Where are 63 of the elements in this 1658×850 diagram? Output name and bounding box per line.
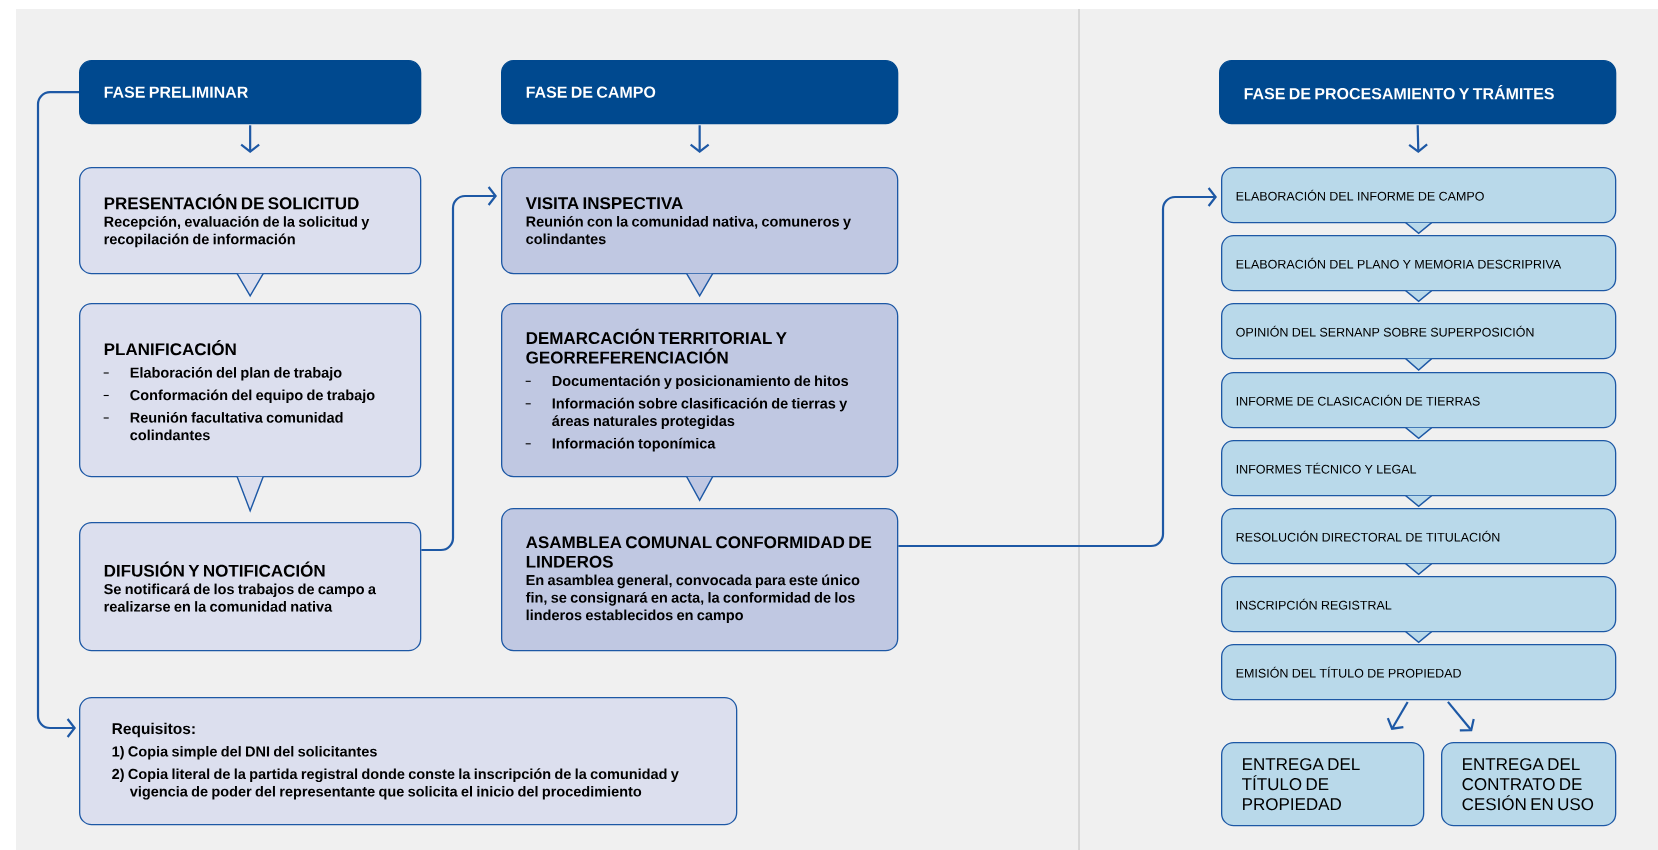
header-title: FASE DE PROCESAMIENTO Y TRÁMITES: [1244, 85, 1554, 100]
process-box: [1441, 742, 1617, 827]
pointer-notch: [1404, 426, 1433, 440]
body-text: En asamblea general, convocada para este único fin, se consignará en acta, la conformidad de los linderos establecidos en campo: [525, 574, 860, 624]
body-text: Recepción, evaluación de la solicitud y recopilación de información: [104, 216, 370, 248]
arrow: [1386, 701, 1409, 730]
pointer-notch: [1404, 562, 1433, 576]
phase-header: [501, 60, 899, 125]
header-title: FASE PRELIMINAR: [104, 86, 248, 98]
step-title: ELABORACIÓN DEL INFORME DE CAMPO: [1236, 189, 1484, 201]
arrow: [898, 187, 1217, 548]
process-box: [501, 303, 899, 478]
arrow: [690, 125, 710, 153]
phase-header: [79, 60, 422, 125]
pointer-notch: [685, 272, 714, 298]
step-title: RESOLUCIÓN DIRECTORAL DE TITULACIÓN: [1236, 530, 1500, 542]
box-title: DEMARCACIÓN TERRITORIAL Y GEORREFERENCIACIÓN: [526, 328, 787, 364]
arrow: [1447, 701, 1475, 732]
list-item: Elaboración del plan de trabajo: [130, 366, 342, 381]
arrow: [1408, 125, 1428, 153]
pointer-notch: [1404, 289, 1433, 303]
step-title: ELABORACIÓN DEL PLANO Y MEMORIA DESCRIPRIVA: [1236, 257, 1562, 269]
arrow: [421, 186, 497, 552]
process-box: [79, 522, 422, 652]
list-item: 2) Copia literal de la partida registral donde conste la inscripción de la comunidad y vigencia de poder del representante que solicita el inicio del procedimiento: [112, 768, 679, 800]
pointer-notch: [1404, 357, 1433, 372]
pointer-notch: [1404, 221, 1433, 235]
header-title: FASE DE CAMPO: [526, 86, 656, 98]
pointer-notch: [1404, 630, 1433, 644]
body-text: Reunión con la comunidad nativa, comuneros y colindantes: [526, 215, 851, 245]
step-title: INFORME DE CLASICACIÓN DE TIERRAS: [1236, 394, 1480, 406]
box-title: PLANIFICACIÓN: [104, 340, 236, 356]
pointer-notch: [236, 272, 264, 298]
process-box: [79, 167, 422, 275]
pointer-notch: [1404, 494, 1433, 508]
process-box: [1221, 742, 1425, 827]
arrow: [240, 125, 260, 153]
box-title: PRESENTACIÓN DE SOLICITUD: [104, 194, 359, 210]
box-title: VISITA INSPECTIVA: [525, 197, 683, 210]
requirements-box: [79, 697, 738, 826]
list-item: Documentación y posicionamiento de hitos: [552, 375, 849, 389]
arrow: [36, 91, 79, 738]
list-item: Información sobre clasificación de tierras y áreas naturales protegidas: [552, 397, 848, 429]
process-box: [79, 303, 422, 478]
step-title: EMISIÓN DEL TÍTULO DE PROPIEDAD: [1236, 666, 1461, 678]
body-text: Se notificará de los trabajos de campo a realizarse en la comunidad nativa: [104, 583, 377, 612]
step-title: OPINIÓN DEL SERNANP SOBRE SUPERPOSICIÓN: [1236, 325, 1534, 337]
pointer-notch: [685, 475, 714, 502]
phase-header: [1219, 60, 1617, 125]
box-title: Requisitos:: [112, 722, 195, 738]
box-title: ASAMBLEA COMUNAL CONFORMIDAD DE LINDEROS: [526, 536, 872, 568]
list-item: Reunión facultativa comunidad colindantes: [130, 411, 343, 441]
list-item: Información toponímica: [552, 437, 716, 452]
step-title: INSCRIPCIÓN REGISTRAL: [1236, 598, 1392, 610]
pointer-notch: [236, 475, 264, 513]
process-box: [501, 167, 899, 275]
step-title: ENTREGA DEL TÍTULO DE PROPIEDAD: [1242, 758, 1360, 811]
list-item: Conformación del equipo de trabajo: [130, 389, 375, 404]
step-title: ENTREGA DEL CONTRATO DE CESIÓN EN USO: [1462, 758, 1594, 811]
process-box: [501, 508, 899, 652]
box-title: DIFUSIÓN Y NOTIFICACIÓN: [104, 561, 325, 577]
list-item: 1) Copia simple del DNI del solicitantes: [112, 745, 377, 760]
step-title: INFORMES TÉCNICO Y LEGAL: [1236, 462, 1417, 474]
